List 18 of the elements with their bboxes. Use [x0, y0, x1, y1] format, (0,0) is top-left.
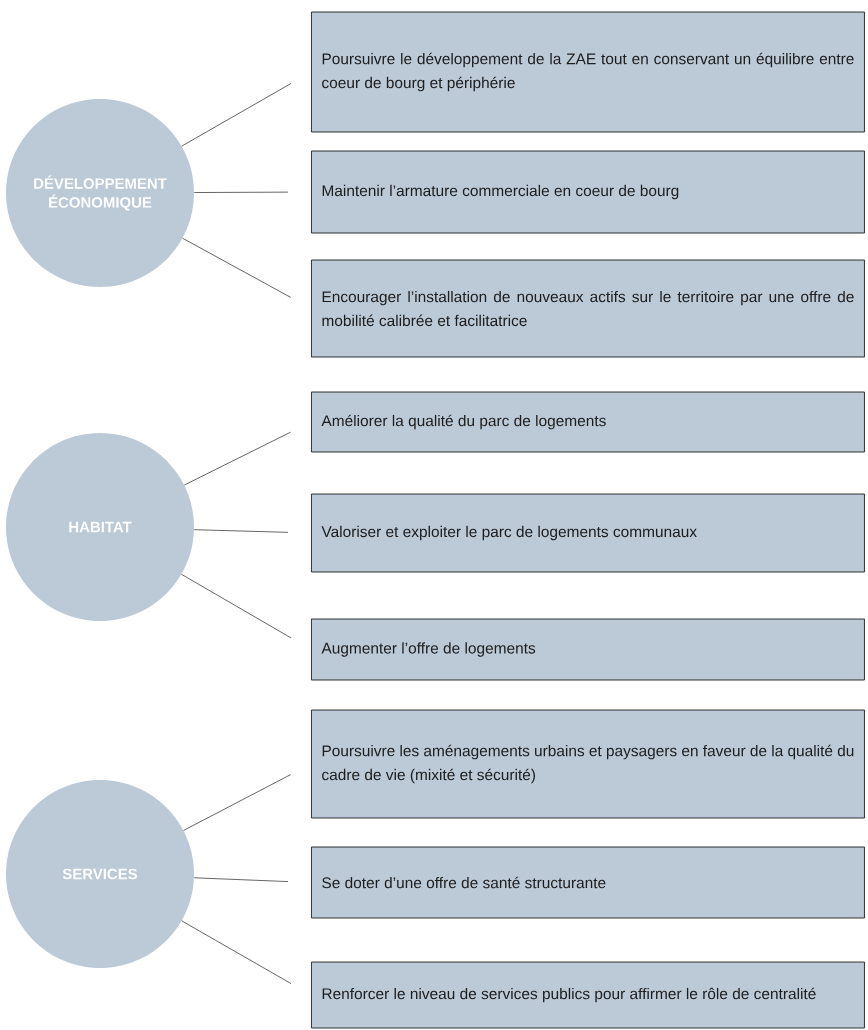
- connector-line: [193, 877, 289, 883]
- action-box: Augmenter l’offre de logements: [311, 618, 865, 681]
- connector-line: [183, 431, 291, 486]
- action-box: Valoriser et exploiter le parc de logements communaux: [311, 493, 865, 573]
- action-box: Poursuivre les aménagements urbains et paysagers en faveur de la qualité du cadre de vie (mixité et sécurité): [311, 709, 865, 819]
- action-box: Maintenir l’armature commerciale en coeur de bourg: [311, 150, 865, 234]
- connector-line: [193, 529, 289, 533]
- connector-line: [182, 237, 292, 298]
- action-box: Améliorer la qualité du parc de logements: [311, 391, 865, 453]
- connector-line: [193, 191, 289, 193]
- action-box: Poursuivre le développement de la ZAE tout en conservant un équilibre entre coeur de bourg et périphérie: [311, 11, 865, 133]
- action-box: Encourager l’installation de nouveaux actifs sur le territoire par une offre de mobilité calibrée et facilitatrice: [311, 259, 865, 358]
- action-box: Renforcer le niveau de services publics pour affirmer le rôle de centralité: [311, 961, 865, 1029]
- connector-line: [181, 83, 292, 147]
- action-box: Se doter d’une offre de santé structurante: [311, 846, 865, 919]
- connector-line: [181, 573, 292, 639]
- connector-line: [183, 774, 292, 831]
- connector-line: [181, 920, 292, 984]
